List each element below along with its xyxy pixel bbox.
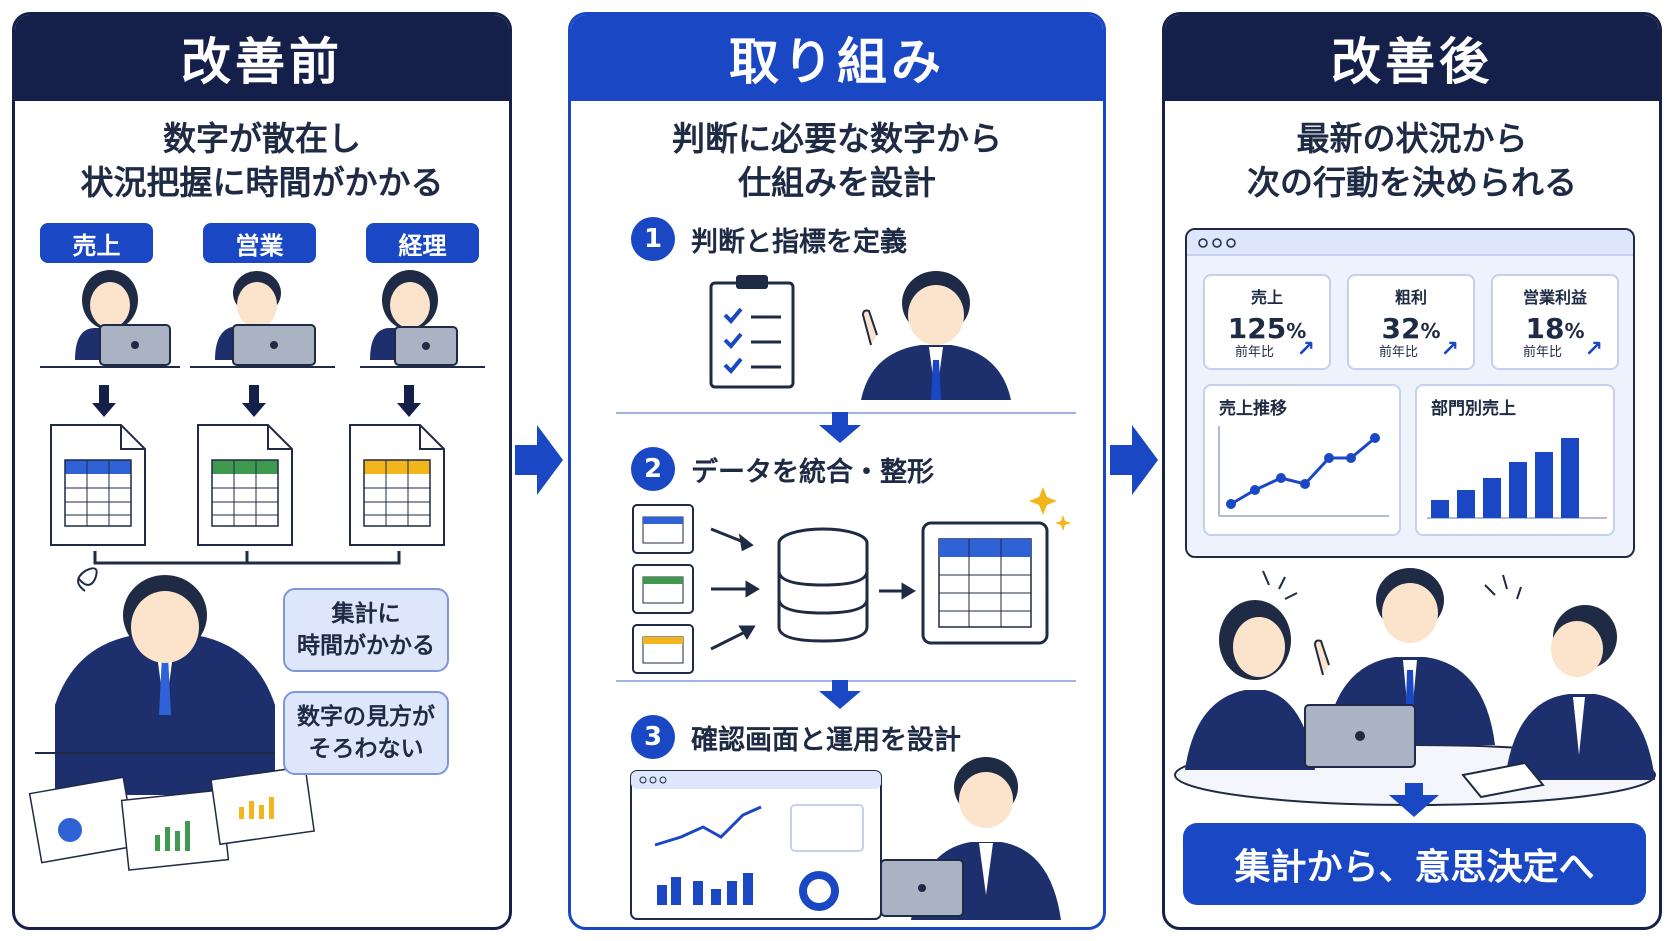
step-2: 2 データを統合・整形: [631, 447, 934, 491]
note-line: そろわない: [308, 736, 424, 762]
panel-process-subtitle: 判断に必要な数字から 仕組みを設計: [571, 117, 1103, 205]
kpi-value: 18%: [1493, 312, 1617, 345]
kpi-unit: %: [1564, 319, 1585, 343]
report-papers-icon: [28, 765, 315, 871]
panel-after-subtitle: 最新の状況から 次の行動を決められる: [1165, 117, 1659, 205]
dept-sales-chart: 部門別売上: [1415, 384, 1615, 536]
database-icon: [777, 527, 869, 643]
step-label: 確認画面と運用を設計: [691, 724, 961, 756]
pointing-man-icon: [861, 271, 1011, 400]
bracket-connector: [93, 551, 401, 565]
bar-chart-icon: [1427, 438, 1607, 519]
kpi-card-operating-profit: 営業利益 18% 前年比 ↗: [1491, 274, 1619, 370]
kpi-value: 125%: [1205, 312, 1329, 345]
step-number: 1: [631, 217, 675, 261]
kpi-number: 125: [1227, 312, 1287, 345]
dept-tag-sales: 売上: [40, 223, 153, 263]
kpi-sub: 前年比: [1235, 345, 1275, 360]
team-meeting-icon: [1174, 568, 1656, 817]
window-title-bar: [1187, 230, 1633, 256]
kpi-sub: 前年比: [1523, 345, 1563, 360]
subtitle-line: 状況把握に時間がかかる: [80, 163, 444, 202]
checklist-icon: [709, 275, 795, 389]
down-arrow-icon: [92, 385, 421, 417]
trend-up-icon: ↗: [1296, 337, 1315, 362]
kpi-card-gross-profit: 粗利 32% 前年比 ↗: [1347, 274, 1475, 370]
sales-trend-chart: 売上推移: [1203, 384, 1401, 536]
worker-sales-icon: [40, 270, 180, 368]
kpi-number: 18: [1525, 312, 1565, 345]
chart-title: 部門別売上: [1431, 399, 1516, 419]
panel-after-title: 改善後: [1165, 15, 1659, 101]
note-line: 集計に: [331, 601, 401, 627]
panel-after: 改善後 最新の状況から 次の行動を決められる 売上 125% 前年比 ↗ 粗利 …: [1162, 12, 1662, 930]
panel-before-subtitle: 数字が散在し 状況把握に時間がかかる: [15, 117, 509, 205]
trend-up-icon: ↗: [1584, 337, 1603, 362]
panel-before: 改善前 数字が散在し 状況把握に時間がかかる 売上 営業 経理: [12, 12, 512, 930]
flow-arrow-icon: [515, 425, 563, 495]
kpi-unit: %: [1286, 319, 1307, 343]
worker-business-icon: [190, 271, 335, 368]
kpi-unit: %: [1420, 319, 1441, 343]
chart-title: 売上推移: [1219, 399, 1287, 419]
spreadsheet-blue-icon: [50, 424, 146, 546]
panel-process: 取り組み 判断に必要な数字から 仕組みを設計 1 判断と指標を定義 2 データを…: [568, 12, 1106, 930]
conclusion-banner: 集計から、意思決定へ: [1183, 823, 1646, 905]
kpi-label: 売上: [1250, 288, 1283, 307]
consolidated-table-icon: [921, 487, 1071, 645]
step-label: 判断と指標を定義: [691, 226, 907, 258]
step-label: データを統合・整形: [691, 456, 934, 488]
panel-before-title: 改善前: [15, 15, 509, 101]
worker-accounting-icon: [360, 270, 485, 368]
spreadsheet-yellow-icon: [349, 424, 445, 546]
window-dots-icon: [1198, 238, 1236, 248]
down-arrow-icon: [819, 412, 861, 709]
note-line: 数字の見方が: [297, 704, 435, 730]
kpi-number: 32: [1381, 312, 1421, 345]
kpi-value: 32%: [1349, 312, 1473, 345]
dept-tag-business: 営業: [203, 223, 316, 263]
subtitle-line: 数字が散在し: [163, 119, 361, 158]
worker-illustrations: [28, 270, 485, 871]
kpi-sub: 前年比: [1379, 345, 1419, 360]
arrow-right-icon: [879, 582, 916, 600]
down-arrow-icon: [1389, 783, 1439, 817]
note-inconsistent-view: 数字の見方がそろわない: [283, 691, 449, 775]
step-number: 2: [631, 447, 675, 491]
step-number: 3: [631, 715, 675, 759]
step-1: 1 判断と指標を定義: [631, 217, 907, 261]
dashboard-window-icon: [630, 770, 882, 920]
subtitle-line: 次の行動を決められる: [1247, 163, 1577, 202]
source-sheets-icon: [632, 504, 694, 674]
stressed-worker-icon: [35, 567, 275, 795]
merge-arrows-icon: [710, 527, 760, 651]
subtitle-line: 最新の状況から: [1296, 119, 1528, 158]
dept-tag-accounting: 経理: [366, 223, 479, 263]
note-time-consuming: 集計に時間がかかる: [283, 588, 449, 672]
trend-up-icon: ↗: [1440, 337, 1459, 362]
panel-process-title: 取り組み: [571, 15, 1103, 101]
step-3: 3 確認画面と運用を設計: [631, 715, 961, 759]
subtitle-line: 仕組みを設計: [738, 163, 936, 202]
process-illustrations: [630, 271, 1071, 920]
man-at-laptop-icon: [880, 757, 1061, 920]
kpi-label: 粗利: [1394, 288, 1427, 307]
spreadsheet-green-icon: [197, 424, 293, 546]
trend-line-icon: [1218, 426, 1389, 517]
kpi-card-sales: 売上 125% 前年比 ↗: [1203, 274, 1331, 370]
flow-arrow-icon: [1110, 425, 1158, 495]
note-line: 時間がかかる: [297, 633, 435, 659]
subtitle-line: 判断に必要な数字から: [672, 119, 1002, 158]
dashboard-window: 売上 125% 前年比 ↗ 粗利 32% 前年比 ↗ 営業利益 18% 前年比 …: [1185, 228, 1635, 558]
kpi-label: 営業利益: [1522, 288, 1587, 307]
